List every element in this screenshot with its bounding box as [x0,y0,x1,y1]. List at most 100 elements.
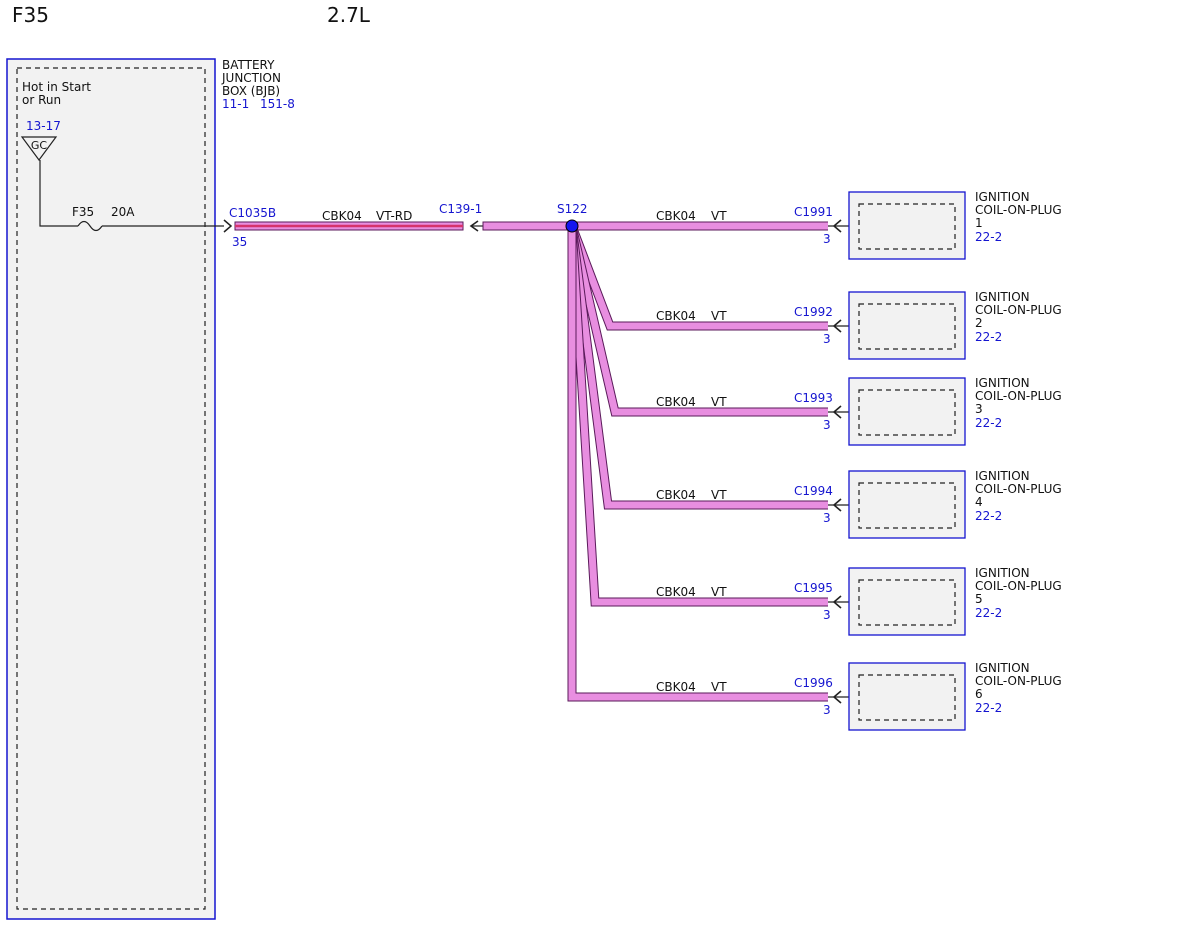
coil-name-line-3: 6 [975,687,983,701]
coil-box [848,377,966,446]
battery-junction-box: Hot in Start or Run 13-17 GC F35 20A [6,58,233,920]
coil-box [848,567,966,636]
bjb-internal-wire [39,160,78,227]
coil-box-inner-dashed [858,674,956,721]
main-wire-circuit: CBK04 [322,209,362,223]
coil-box [848,291,966,360]
coil-connector-id: C1996 [794,676,833,690]
wire-branch-3 [568,225,828,416]
coil-name-line-1: IGNITION [975,661,1030,675]
coil-connector-pin: 3 [823,232,831,246]
ground-triangle-icon [20,136,58,162]
wire-branch-outline-6 [567,226,828,702]
bjb-connector-id: C1035B [229,206,276,220]
coil-box-inner-dashed [858,482,956,529]
coil-connector-id: C1991 [794,205,833,219]
coil-connector-chevron-icon [832,690,842,704]
coil-name-line-2: COIL-ON-PLUG [975,389,1062,403]
coil-name-line-1: IGNITION [975,376,1030,390]
coil-name-line-1: IGNITION [975,469,1030,483]
coil-connector-id: C1994 [794,484,833,498]
coil-connector-pin: 3 [823,332,831,346]
bjb-ref-2: 151-8 [260,97,295,111]
main-wire-color: VT-RD [376,209,412,223]
coil-name-line-2: COIL-ON-PLUG [975,674,1062,688]
coil-name-line-3: 1 [975,216,983,230]
coil-connector-chevron-icon [832,219,842,233]
bjb-connector-pin: 35 [232,235,247,249]
coil-box-inner-dashed [858,579,956,626]
branch-color-5: VT [711,585,727,599]
splice-dot-icon [565,219,579,233]
wire-branch-outline-2 [567,224,828,331]
bjb-power-line-2: or Run [22,93,61,107]
coil-connector-id: C1995 [794,581,833,595]
coil-box [848,470,966,539]
fuse-icon [77,220,103,232]
coil-name-line-3: 3 [975,402,983,416]
inline-connector-id: C139-1 [439,202,482,216]
coil-connector-id: C1993 [794,391,833,405]
bjb-name-line-2: JUNCTION [221,71,281,85]
bjb-inner-dashed [16,67,206,910]
coil-name-line-3: 5 [975,592,983,606]
coil-name-line-1: IGNITION [975,190,1030,204]
fuse-rating: 20A [111,205,135,219]
coil-connector-chevron-icon [832,498,842,512]
branch-circuit-6: CBK04 [656,680,696,694]
coil-connector-id: C1992 [794,305,833,319]
coil-connector-pin: 3 [823,511,831,525]
branch-circuit-1: CBK04 [656,209,696,223]
coil-name-line-2: COIL-ON-PLUG [975,303,1062,317]
coil-connector-chevron-icon [832,405,842,419]
coil-connector-chevron-icon [832,595,842,609]
coil-ref: 22-2 [975,330,1002,344]
fuse-title: F35 [12,3,49,27]
coil-ref: 22-2 [975,416,1002,430]
splice-id: S122 [557,202,588,216]
wire-branch-6 [568,226,828,701]
coil-name-line-2: COIL-ON-PLUG [975,579,1062,593]
coil-connector-pin: 3 [823,418,831,432]
coil-box-inner-dashed [858,203,956,250]
bjb-name-line-3: BOX (BJB) [222,84,280,98]
coil-ref: 22-2 [975,701,1002,715]
branch-circuit-2: CBK04 [656,309,696,323]
coil-connector-pin: 3 [823,703,831,717]
bjb-power-line-1: Hot in Start [22,80,91,94]
coil-ref: 22-2 [975,606,1002,620]
branch-color-1: VT [711,209,727,223]
coil-connector-pin: 3 [823,608,831,622]
branch-color-4: VT [711,488,727,502]
bjb-outline [6,58,216,920]
coil-name-line-1: IGNITION [975,290,1030,304]
bjb-name-line-1: BATTERY [222,58,275,72]
wire-branch-5 [568,225,828,606]
coil-connector-chevron-icon [832,319,842,333]
engine-title: 2.7L [327,3,371,27]
branch-color-6: VT [711,680,727,694]
branch-circuit-4: CBK04 [656,488,696,502]
branch-circuit-3: CBK04 [656,395,696,409]
coil-name-line-3: 2 [975,316,983,330]
bjb-ref-1: 11-1 [222,97,249,111]
coil-box-inner-dashed [858,389,956,436]
coil-ref: 22-2 [975,509,1002,523]
coil-name-line-3: 4 [975,495,983,509]
coil-box-inner-dashed [858,303,956,350]
coil-name-line-2: COIL-ON-PLUG [975,203,1062,217]
wire-vt-rd [234,221,464,231]
wire-vt-trunk [482,221,573,231]
coil-list: C19913IGNITIONCOIL-ON-PLUG122-2C19923IGN… [794,190,1062,731]
branch-color-3: VT [711,395,727,409]
wire-branch-2 [568,224,828,330]
wire-branch-outline-4 [567,225,828,510]
ground-symbol-label: GC [31,139,48,152]
